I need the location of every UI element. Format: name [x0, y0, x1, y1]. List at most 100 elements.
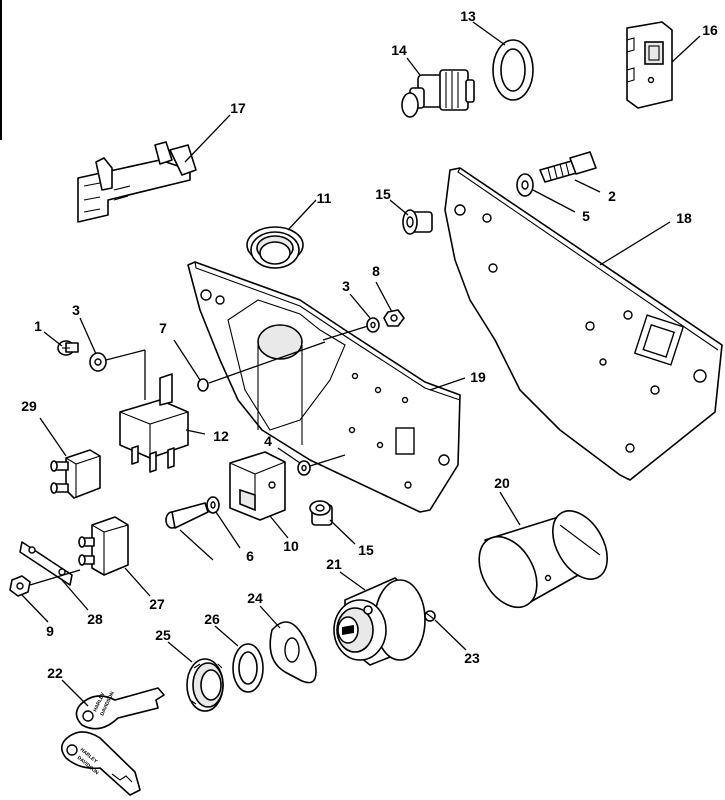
callout-6: 6 — [246, 548, 254, 564]
callout-27: 27 — [149, 596, 165, 612]
part-6-pin — [165, 496, 220, 529]
leader-4 — [277, 447, 301, 464]
leader-24 — [259, 605, 281, 629]
leader-20 — [499, 491, 521, 526]
leader-2 — [574, 179, 601, 193]
callout-13: 13 — [460, 8, 476, 24]
leader-27 — [124, 567, 151, 597]
leader-3b — [349, 293, 371, 319]
assembly-line-left — [105, 349, 146, 361]
leader-7 — [173, 339, 201, 381]
callout-26: 26 — [204, 611, 220, 627]
callout-25: 25 — [155, 627, 171, 643]
callout-24: 24 — [247, 590, 263, 606]
part-23-screw — [424, 610, 436, 622]
leader-13 — [472, 21, 506, 46]
part-12-relay — [119, 373, 189, 473]
callout-17: 17 — [230, 100, 246, 116]
part-8-nut — [383, 309, 405, 327]
leader-11 — [287, 199, 317, 231]
callout-28: 28 — [87, 611, 103, 627]
leader-17 — [184, 114, 231, 163]
part-9-nut — [9, 575, 31, 597]
leader-1 — [43, 331, 63, 347]
part-11-grommet — [246, 226, 304, 269]
leader-23 — [434, 619, 467, 651]
part-3-washer-upper — [366, 317, 380, 333]
leader-12 — [185, 429, 206, 435]
leader-9 — [21, 594, 49, 623]
callout-9: 9 — [46, 623, 54, 639]
part-28-strap — [19, 541, 73, 586]
leader-22 — [61, 679, 89, 707]
callout-8: 8 — [372, 263, 380, 279]
part-14-switch — [401, 69, 475, 118]
callout-23: 23 — [464, 650, 480, 666]
leader-14 — [406, 57, 421, 76]
leader-26 — [214, 625, 239, 647]
part-3-washer-left — [89, 352, 107, 372]
assembly-line-upper — [322, 325, 369, 341]
callout-19: 19 — [470, 369, 486, 385]
part-22-keys — [60, 687, 165, 796]
callout-2: 2 — [608, 188, 616, 204]
part-16-bracket — [626, 21, 673, 109]
leader-3a — [79, 317, 97, 355]
callout-15-lower: 15 — [358, 542, 374, 558]
leader-5 — [532, 189, 576, 213]
part-29-terminal-block — [50, 449, 101, 499]
part-26-ring — [232, 643, 264, 693]
part-4-washer — [297, 460, 311, 476]
callout-12: 12 — [213, 428, 229, 444]
callout-18: 18 — [676, 210, 692, 226]
leader-8 — [375, 281, 393, 313]
part-15-spacer-lower — [309, 500, 333, 526]
callout-11: 11 — [316, 190, 332, 206]
leader-6 — [215, 511, 241, 549]
assembly-line-6 — [179, 529, 214, 561]
assembly-line-7 — [208, 341, 326, 384]
part-19-center-plate — [187, 261, 461, 513]
part-2-bolt — [539, 151, 597, 183]
assembly-line-9 — [29, 569, 81, 586]
callout-10: 10 — [283, 538, 299, 554]
part-5-washer — [516, 173, 534, 197]
part-13-ring — [492, 39, 534, 101]
callout-3-left: 3 — [72, 302, 80, 318]
part-17-bracket — [77, 141, 197, 223]
leader-15a — [389, 199, 409, 216]
leader-15b — [329, 519, 356, 545]
part-18-mounting-plate — [444, 167, 723, 481]
part-25-bezel-nut — [186, 658, 224, 712]
part-27-terminal-block — [78, 516, 129, 576]
part-15-spacer-upper — [402, 209, 433, 235]
callout-29: 29 — [21, 398, 37, 414]
assembly-line-4 — [309, 454, 346, 467]
leader-29 — [39, 417, 67, 457]
part-21-lock-cylinder — [333, 577, 426, 666]
leader-25 — [167, 641, 193, 663]
leader-10 — [269, 515, 289, 539]
callout-7: 7 — [159, 320, 167, 336]
leader-21 — [339, 571, 366, 591]
leader-19 — [429, 377, 466, 391]
callout-22: 22 — [47, 665, 63, 681]
part-7-washer — [197, 378, 209, 392]
callout-3-upper: 3 — [342, 278, 350, 294]
callout-1: 1 — [34, 318, 42, 334]
callout-16: 16 — [702, 22, 718, 38]
callout-21: 21 — [326, 556, 342, 572]
callout-20: 20 — [494, 475, 510, 491]
part-1-screw — [57, 340, 79, 356]
part-24-washer-plate — [269, 621, 317, 684]
callout-5: 5 — [582, 208, 590, 224]
part-20-sleeve — [478, 510, 608, 609]
leader-16 — [671, 35, 701, 63]
callout-15-upper: 15 — [375, 186, 391, 202]
callout-leaders — [21, 21, 701, 707]
leader-18 — [599, 221, 671, 266]
leader-28 — [61, 579, 89, 611]
callout-14: 14 — [391, 42, 407, 58]
